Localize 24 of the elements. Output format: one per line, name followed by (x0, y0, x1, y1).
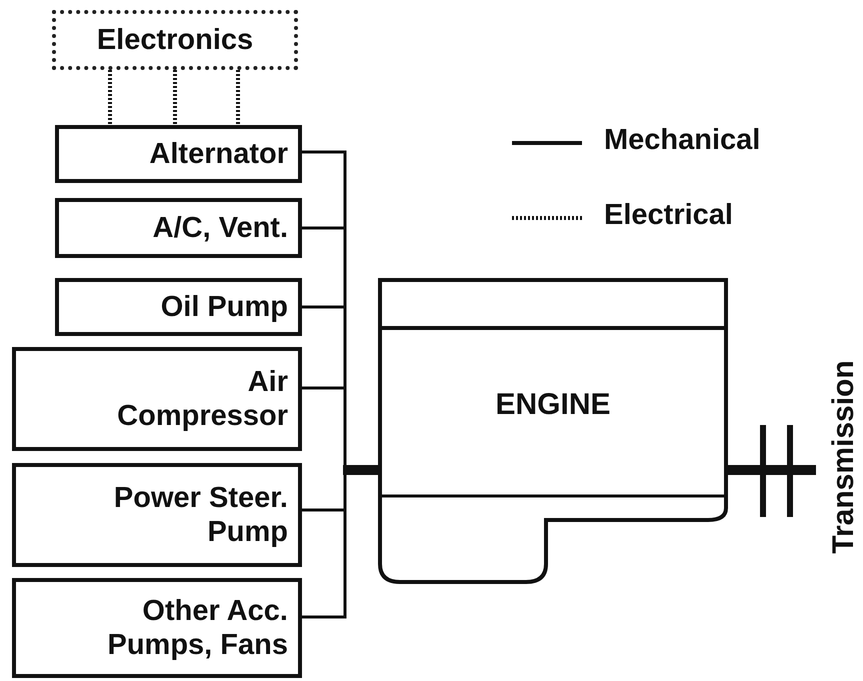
legend-label: Mechanical (604, 124, 760, 157)
electrical-line (108, 70, 112, 125)
engine-block (378, 278, 728, 584)
component-box (55, 125, 302, 183)
transmission-label: Transmission (827, 360, 861, 554)
component-box (12, 463, 302, 567)
component-label: Oil Pump (160, 290, 288, 324)
legend-label: Electrical (604, 199, 733, 232)
component-label: Electronics (96, 23, 254, 57)
component-label: Air Compressor (116, 365, 288, 433)
component-box (12, 347, 302, 451)
engine-label: ENGINE (495, 388, 611, 422)
electronics-box (52, 10, 298, 70)
component-box (12, 578, 302, 678)
drive-shaft (343, 465, 378, 475)
component-label: A/C, Vent. (152, 211, 288, 245)
component-box (55, 198, 302, 258)
component-box (55, 278, 302, 336)
component-label: Power Steer. Pump (112, 481, 288, 549)
electrical-line (236, 70, 240, 125)
component-label: Other Acc. Pumps, Fans (106, 594, 288, 662)
drive-shaft (728, 465, 816, 475)
electrical-line (173, 70, 177, 125)
component-label: Alternator (149, 137, 288, 171)
